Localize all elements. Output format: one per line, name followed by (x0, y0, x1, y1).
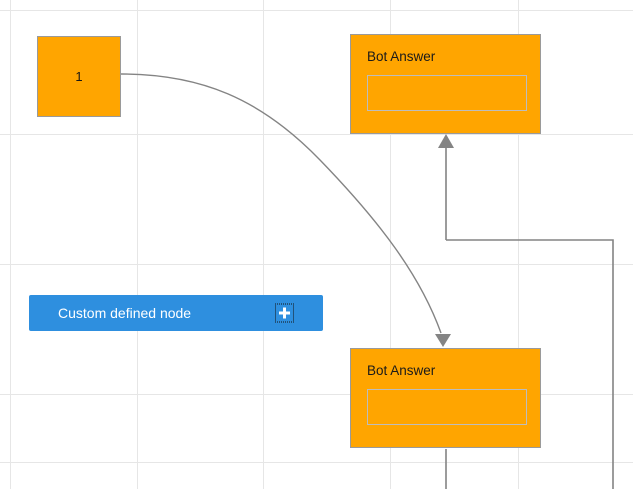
plus-icon[interactable] (275, 303, 294, 323)
bot-answer-slot[interactable] (367, 389, 527, 425)
bot-answer-slot[interactable] (367, 75, 527, 111)
bot-answer-title: Bot Answer (367, 363, 436, 378)
plus-icon-vertical-bar (283, 307, 286, 319)
start-node[interactable]: 1 (37, 36, 121, 117)
start-node-label: 1 (75, 69, 83, 84)
bot-answer-title: Bot Answer (367, 49, 436, 64)
curved-edge-node1-to-bot-answer-bottom[interactable] (120, 73, 451, 347)
custom-defined-node-label: Custom defined node (58, 305, 192, 321)
bot-answer-node-bottom[interactable]: Bot Answer (350, 348, 541, 448)
orthogonal-edge-bot-answer-bottom-to-top[interactable] (438, 134, 614, 489)
custom-defined-node-item[interactable]: Custom defined node (29, 295, 323, 331)
bot-answer-node-top[interactable]: Bot Answer (350, 34, 541, 134)
